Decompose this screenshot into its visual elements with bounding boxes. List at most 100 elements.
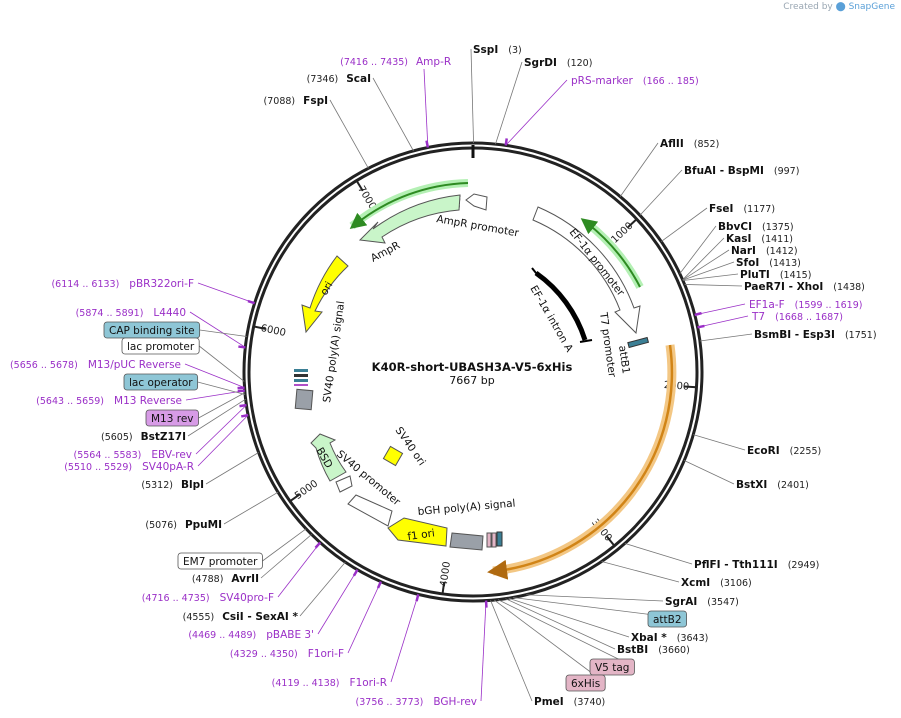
site-position: (1415): [780, 270, 812, 281]
leader-line: [184, 363, 245, 388]
leader-line: [699, 333, 753, 342]
ampr-promoter-label: AmpR promoter: [435, 213, 520, 239]
primer-range: (5564 .. 5583): [74, 450, 142, 461]
site-position: (1412): [766, 246, 798, 257]
feature-box-label: attB2: [653, 614, 682, 626]
leader-line: [682, 237, 725, 281]
label-group: SspI(3)SgrDI(120)AflII(852)BfuAI - BspMI…: [10, 44, 877, 708]
site-name: KasI: [726, 233, 751, 245]
site-position: (1375): [762, 222, 794, 233]
leader-line: [199, 329, 247, 337]
primer-name: F1ori-R: [350, 677, 387, 689]
ampr-arrow: [358, 194, 461, 244]
ef1a-intron-label: EF-1α intron A: [527, 284, 575, 355]
feature-box: [589, 658, 635, 676]
site-name: SfoI: [736, 257, 759, 269]
leader-line: [682, 249, 730, 281]
primer-range: (5656 .. 5678): [10, 360, 78, 371]
leader-line: [624, 543, 693, 565]
leader-line: [329, 99, 369, 169]
leader-line: [679, 225, 717, 274]
feature-box: [647, 610, 687, 628]
ampr-promoter-arrow: [465, 193, 488, 211]
boxed-feature: V5 tag: [589, 658, 635, 676]
primer-mark: [239, 403, 247, 408]
primer-name: SV40pro-F: [220, 592, 274, 604]
tick-label: 5000: [293, 478, 320, 502]
site-position: (7088): [264, 96, 296, 107]
tick-mark: [441, 581, 446, 595]
site-name: PaeR7I - XhoI: [744, 281, 823, 293]
leader-line: [494, 599, 606, 684]
site-position: (1411): [761, 234, 793, 245]
primer-range: (6114 .. 6133): [51, 279, 119, 290]
leader-line: [197, 414, 249, 467]
site-position: (3643): [677, 633, 709, 644]
site-position: (1751): [845, 330, 877, 341]
sv40-polya-label: SV40 poly(A) signal: [321, 300, 347, 403]
feature-box-label: 6xHis: [571, 678, 600, 690]
feature-box-label: CAP binding site: [109, 325, 195, 337]
ori-label: ori: [318, 280, 335, 298]
site-position: (3106): [720, 578, 752, 589]
tick-mark: [289, 493, 301, 503]
site-position: (852): [694, 139, 720, 150]
primer-mark: [238, 345, 246, 349]
primer-name: BGH-rev: [433, 696, 477, 708]
primer-range: (166 .. 185): [643, 76, 699, 87]
site-name: BfuAI - BspMI: [684, 165, 764, 177]
leader-line: [423, 68, 429, 148]
tick-mark: [355, 180, 364, 192]
leader-line: [694, 303, 746, 316]
feature-box-label: V5 tag: [595, 662, 629, 674]
site-name: NarI: [731, 245, 756, 257]
insert-arc: [492, 344, 677, 576]
leader-line: [470, 48, 474, 144]
leader-line: [390, 594, 419, 683]
leader-line: [660, 207, 708, 242]
leader-line: [684, 284, 743, 287]
attb2-mark: [496, 531, 503, 547]
site-name: EcoRI: [747, 445, 780, 457]
leader-line: [684, 460, 735, 485]
tick-mark: [684, 385, 697, 389]
site-name: BstZ17I: [141, 431, 186, 443]
feature-box-label: M13 rev: [151, 413, 194, 425]
site-name: BbvCI: [718, 221, 752, 233]
feature-box: [145, 409, 199, 427]
plasmid-name: K40R-short-UBASH3A-V5-6xHis: [372, 360, 573, 374]
leader-line: [223, 491, 279, 525]
leader-line: [497, 599, 635, 668]
leader-line: [187, 398, 246, 437]
site-name: BlpI: [181, 479, 204, 491]
primer-name: T7: [751, 311, 765, 323]
site-name: SgrAI: [665, 596, 697, 608]
site-position: (997): [774, 166, 800, 177]
site-position: (1438): [833, 282, 865, 293]
snapgene-logo: ⬤: [835, 2, 846, 12]
primer-name: pRS-marker: [571, 75, 634, 87]
site-name: PflFI - Tth111I: [694, 559, 778, 571]
boxed-feature: 6xHis: [565, 674, 606, 692]
ef1a-intron-start: [531, 267, 541, 279]
attb1-mark: [627, 336, 650, 349]
boxed-feature: M13 rev: [145, 409, 199, 427]
bsd-arrow: [310, 433, 347, 482]
feature-box-label: EM7 promoter: [183, 556, 258, 568]
primer-name: pBABE 3': [266, 629, 314, 641]
site-position: (1177): [743, 204, 775, 215]
primer-range: (5510 .. 5529): [64, 462, 132, 473]
credit-brand: SnapGene: [848, 2, 895, 12]
snapgene-credit: Created by ⬤ SnapGene: [783, 2, 895, 12]
m13-mark: [294, 384, 308, 386]
sv40-polya-box: [294, 388, 314, 411]
leader-line: [682, 273, 739, 281]
tick-mark: [253, 325, 266, 330]
primer-range: (5874 .. 5891): [76, 308, 144, 319]
feature-box: [123, 373, 199, 391]
leader-line: [260, 534, 312, 579]
primer-range: (3756 .. 3773): [356, 697, 424, 708]
boxed-feature: lac promoter: [121, 337, 200, 355]
leader-line: [198, 345, 245, 382]
